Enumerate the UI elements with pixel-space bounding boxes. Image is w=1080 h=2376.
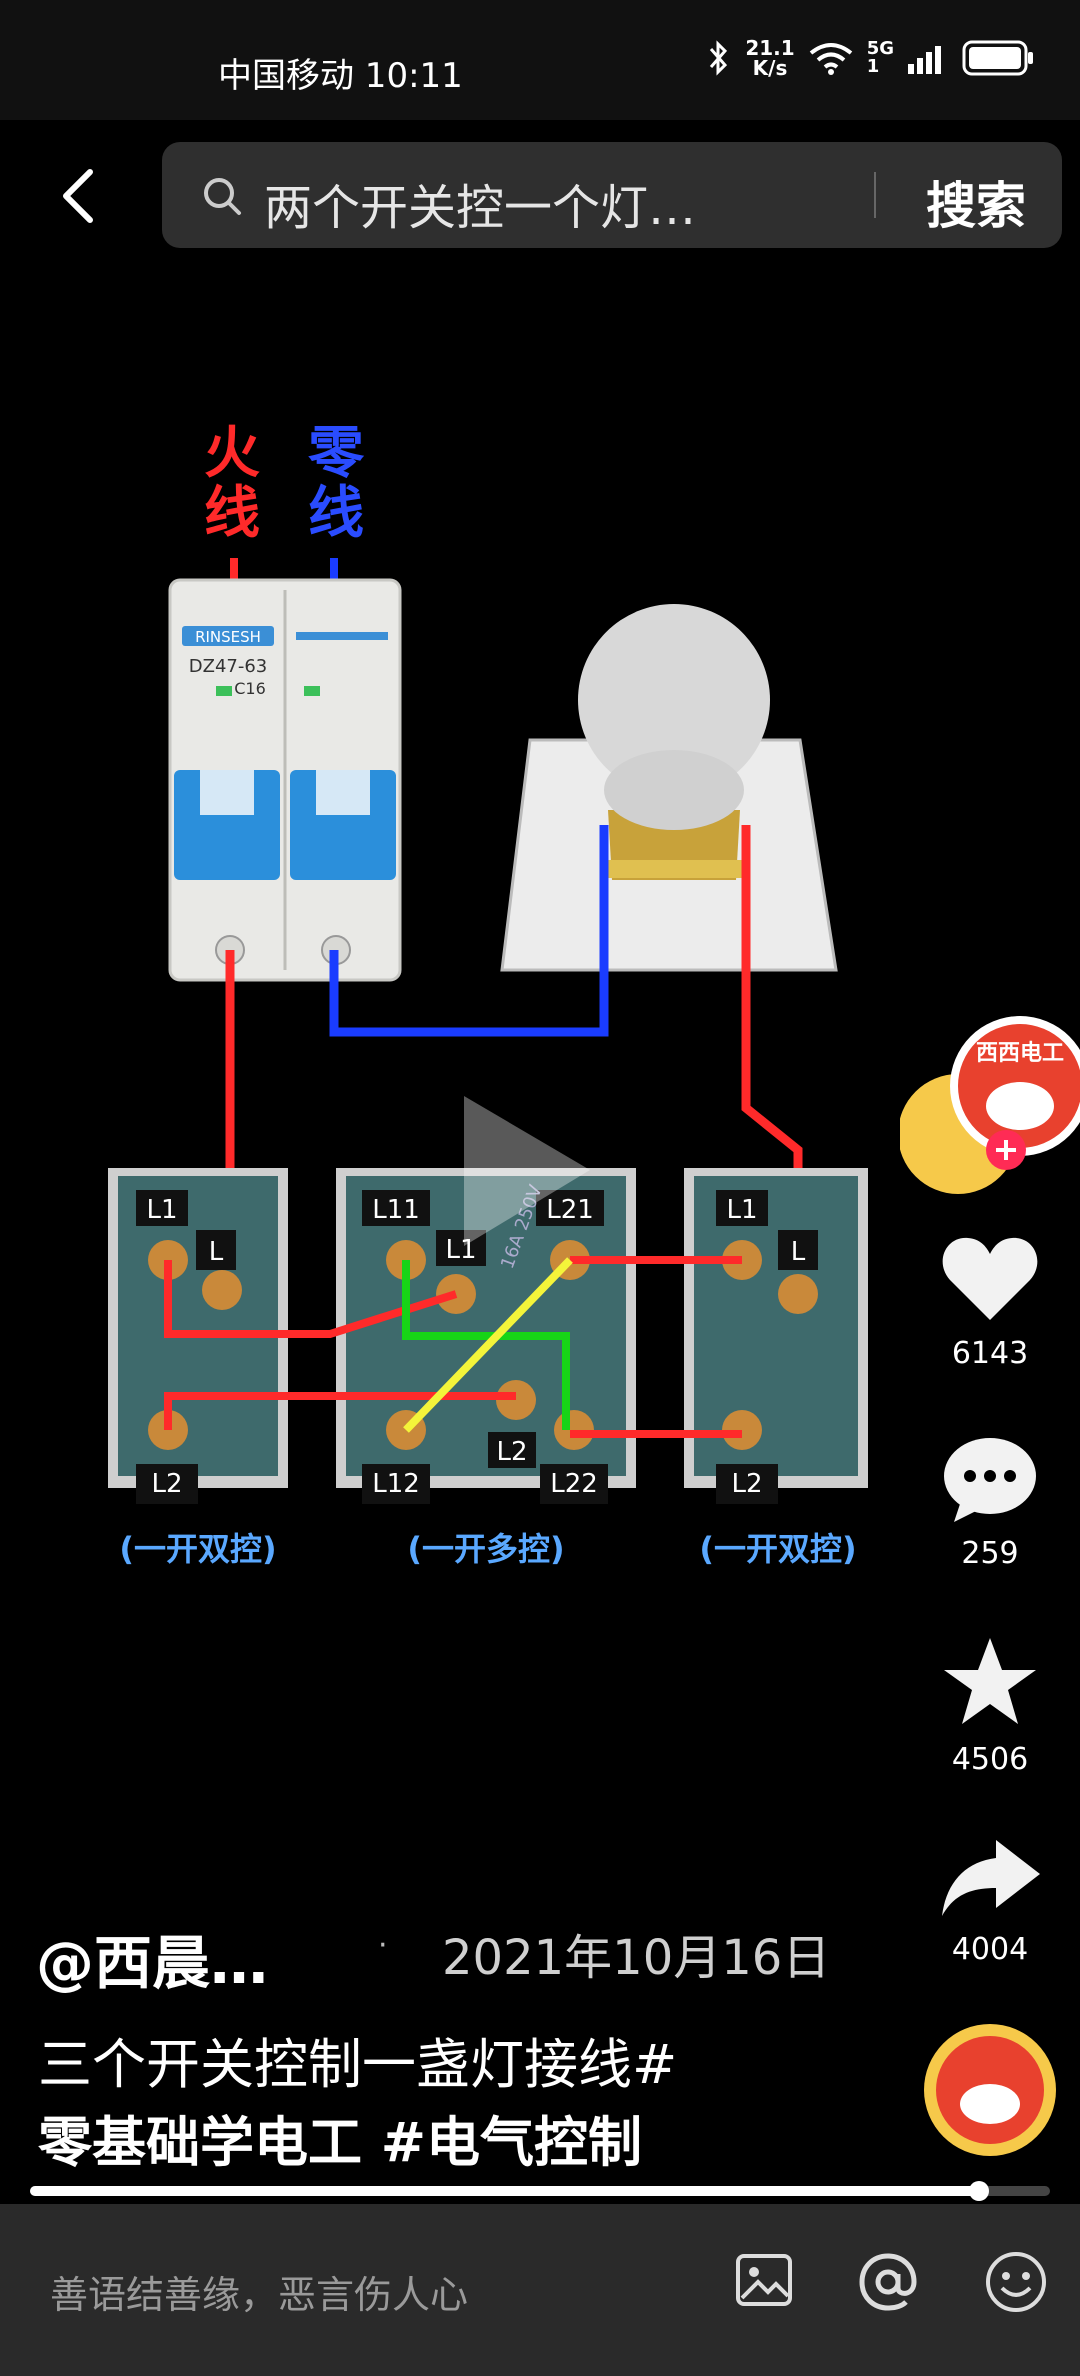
- terminal-label: L: [209, 1237, 224, 1267]
- search-divider: [874, 172, 876, 218]
- terminal-label: L2: [731, 1469, 762, 1499]
- status-bar: 中国移动 10:11 21.1 K/s 5G 1: [0, 0, 1080, 120]
- author-name[interactable]: @西晨…: [36, 1929, 269, 1997]
- comment-input[interactable]: 善语结善缘，恶言伤人心: [50, 2273, 469, 2317]
- video-player[interactable]: 火 线 零 线 RINSESH DZ47-63 C16 L1: [0, 270, 1080, 2200]
- mention-icon[interactable]: [856, 2250, 920, 2314]
- share-button[interactable]: 4004: [900, 1836, 1080, 1967]
- signal-icon: [908, 46, 941, 74]
- author-avatar[interactable]: 西西电工: [898, 1014, 1080, 1194]
- terminal-label: L22: [550, 1469, 598, 1499]
- progress-fill: [30, 2186, 979, 2196]
- terminal-label: L: [791, 1237, 806, 1267]
- terminal-label: L2: [496, 1437, 527, 1467]
- switch-left-caption: (一开双控): [119, 1530, 276, 1568]
- light-bulb: [500, 604, 838, 972]
- favorite-button[interactable]: 4506: [900, 1634, 1080, 1777]
- heart-icon: [942, 1237, 1038, 1320]
- music-disc-icon[interactable]: [920, 2020, 1060, 2160]
- avatar-text: 西西电工: [976, 1041, 1064, 1066]
- progress-handle[interactable]: [968, 2181, 989, 2201]
- terminal-label: L1: [726, 1195, 757, 1225]
- image-icon[interactable]: [734, 2250, 794, 2310]
- network-speed: 21.1 K/s: [745, 36, 795, 80]
- comment-icon: [944, 1438, 1036, 1522]
- status-carrier-time: 中国移动 10:11: [218, 56, 463, 96]
- favorite-count: 4506: [951, 1742, 1029, 1777]
- switch-left: L1 L L2: [108, 1168, 288, 1504]
- breaker-brand: RINSESH: [195, 628, 261, 646]
- terminal-label: L12: [372, 1469, 420, 1499]
- neutral-wire-label: 零: [308, 421, 365, 486]
- play-icon: [464, 1096, 590, 1246]
- wifi-icon: [809, 43, 852, 75]
- status-icons: 21.1 K/s 5G 1: [707, 38, 1036, 78]
- breaker-model: DZ47-63: [189, 656, 268, 677]
- comment-bar: 善语结善缘，恶言伤人心: [0, 2204, 1080, 2376]
- caption-line-2[interactable]: 零基础学电工 #电气控制: [38, 2111, 643, 2174]
- video-progress-bar[interactable]: [30, 2181, 1050, 2201]
- bluetooth-icon: [710, 40, 728, 76]
- search-header: 两个开关控一个灯… 搜索: [0, 120, 1080, 270]
- star-icon: [944, 1638, 1036, 1724]
- music-disc[interactable]: [900, 2020, 1080, 2164]
- search-input[interactable]: 两个开关控一个灯… 搜索: [162, 142, 1062, 248]
- switch-right: L1 L L2: [684, 1168, 868, 1504]
- terminal-label: L1: [146, 1195, 177, 1225]
- switch-right-caption: (一开双控): [699, 1530, 856, 1568]
- separator-dot: ·: [378, 1928, 388, 1963]
- comment-count: 259: [961, 1536, 1019, 1571]
- emoji-icon[interactable]: [984, 2250, 1048, 2314]
- post-date: 2021年10月16日: [442, 1930, 831, 1986]
- cellular-label: 5G 1: [866, 38, 894, 77]
- battery-icon: [962, 40, 1033, 76]
- terminal-label: L11: [372, 1195, 420, 1225]
- caption-line-1[interactable]: 三个开关控制一盏灯接线#: [38, 2033, 678, 2096]
- circuit-breaker: RINSESH DZ47-63 C16: [168, 578, 402, 982]
- breaker-rating: C16: [234, 679, 266, 698]
- like-button[interactable]: 6143: [900, 1234, 1080, 1371]
- like-count: 6143: [951, 1336, 1029, 1371]
- search-query[interactable]: 两个开关控一个灯…: [264, 180, 697, 236]
- comment-button[interactable]: 259: [900, 1434, 1080, 1571]
- switch-middle: L11 L1 L21 16A 250V L12 L2 L22: [336, 1168, 636, 1504]
- terminal-label: L1: [445, 1235, 476, 1265]
- search-button[interactable]: 搜索: [926, 177, 1026, 235]
- share-count: 4004: [951, 1932, 1029, 1967]
- share-arrow-icon: [942, 1840, 1040, 1916]
- switch-mid-caption: (一开多控): [407, 1530, 564, 1568]
- terminal-label: L2: [151, 1469, 182, 1499]
- live-wire-label-2: 线: [204, 481, 260, 546]
- search-icon: [204, 178, 241, 215]
- back-arrow-icon[interactable]: [52, 166, 112, 226]
- live-wire-label: 火: [204, 421, 260, 486]
- author-avatar-group[interactable]: 西西电工: [898, 1014, 1080, 1198]
- terminal-label: L21: [546, 1195, 594, 1225]
- neutral-wire-label-2: 线: [308, 481, 364, 546]
